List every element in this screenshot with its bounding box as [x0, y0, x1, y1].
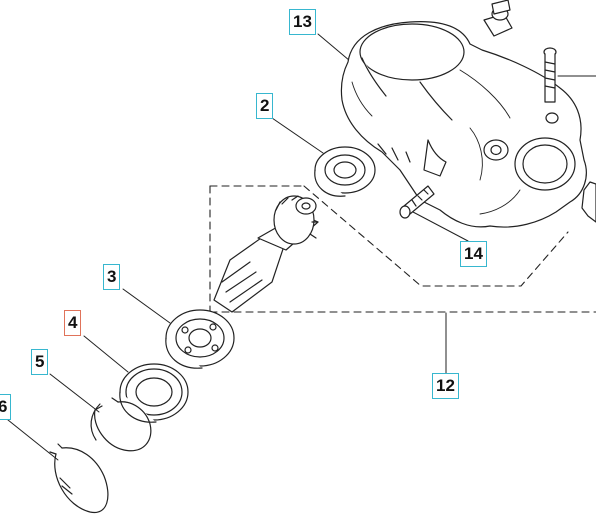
circlip-part-5 — [90, 397, 152, 452]
bolt-vertical-part — [543, 47, 557, 103]
plug-screw-part — [483, 0, 513, 37]
circlip-part-6 — [49, 443, 109, 514]
callout-12[interactable]: 12 — [432, 373, 459, 399]
assembly-boundary-dashed — [209, 185, 596, 313]
callout-6[interactable]: 6 — [0, 394, 12, 420]
callout-14[interactable]: 14 — [460, 241, 487, 267]
bearing-part-2 — [314, 146, 376, 197]
seal-part-4 — [119, 363, 189, 423]
callout-5[interactable]: 5 — [31, 349, 49, 375]
bearing-part-3 — [165, 309, 235, 369]
leader-lines — [7, 33, 596, 461]
gear-housing-part — [340, 21, 587, 228]
callout-13[interactable]: 13 — [289, 9, 316, 35]
callout-4-highlighted[interactable]: 4 — [64, 310, 82, 336]
callout-3[interactable]: 3 — [103, 264, 121, 290]
small-gear-part — [581, 181, 596, 223]
screw-part-14 — [399, 185, 435, 219]
pinion-shaft-part — [213, 195, 319, 313]
callout-2[interactable]: 2 — [256, 93, 274, 119]
